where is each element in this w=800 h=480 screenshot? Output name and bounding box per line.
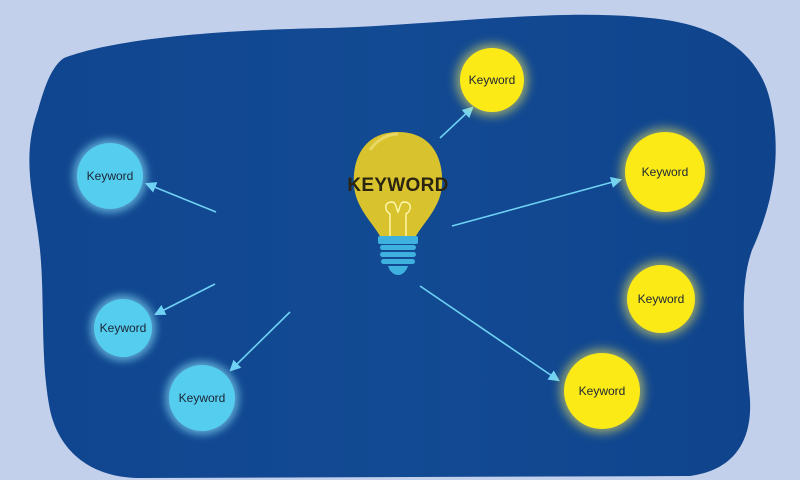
- yellow-node-circle: [627, 265, 695, 333]
- yellow-node-label: Keyword: [642, 165, 689, 179]
- blue-node-circle: [169, 365, 235, 431]
- bulb-tip: [388, 266, 408, 275]
- yellow-node-label: Keyword: [638, 292, 685, 306]
- yellow-node-circle: [564, 353, 640, 429]
- arrows: [144, 106, 623, 382]
- arrow-to-middle-blue: [154, 283, 216, 316]
- yellow-node-circle: [460, 48, 524, 112]
- bulb-base-collar: [378, 236, 418, 244]
- arrow-to-bottom-yellow: [419, 285, 560, 382]
- blue-node-circle: [77, 143, 143, 209]
- center-keyword-label: KEYWORD: [347, 175, 448, 196]
- bulb-glass: [353, 132, 443, 236]
- yellow-node-circle: [625, 132, 705, 212]
- yellow-node: Keyword: [560, 349, 644, 433]
- arrow-to-upper-blue: [144, 182, 217, 213]
- blue-node-label: Keyword: [179, 391, 226, 405]
- blue-node-label: Keyword: [87, 169, 134, 183]
- yellow-node-label: Keyword: [469, 73, 516, 87]
- yellow-node: Keyword: [623, 261, 699, 337]
- blue-node: Keyword: [73, 139, 147, 213]
- yellow-node-label: Keyword: [579, 384, 626, 398]
- blue-node-label: Keyword: [100, 321, 147, 335]
- blue-node: Keyword: [165, 361, 239, 435]
- yellow-node: Keyword: [456, 44, 528, 116]
- yellow-node: Keyword: [621, 128, 709, 216]
- blue-node-circle: [94, 299, 152, 357]
- lightbulb-icon: KEYWORD: [347, 132, 448, 275]
- arrow-to-top-yellow: [439, 106, 474, 139]
- arrow-to-lower-blue: [229, 311, 291, 372]
- bulb-filament: [385, 201, 411, 236]
- arrow-to-right-yellow: [451, 176, 623, 227]
- blue-node: Keyword: [90, 295, 156, 361]
